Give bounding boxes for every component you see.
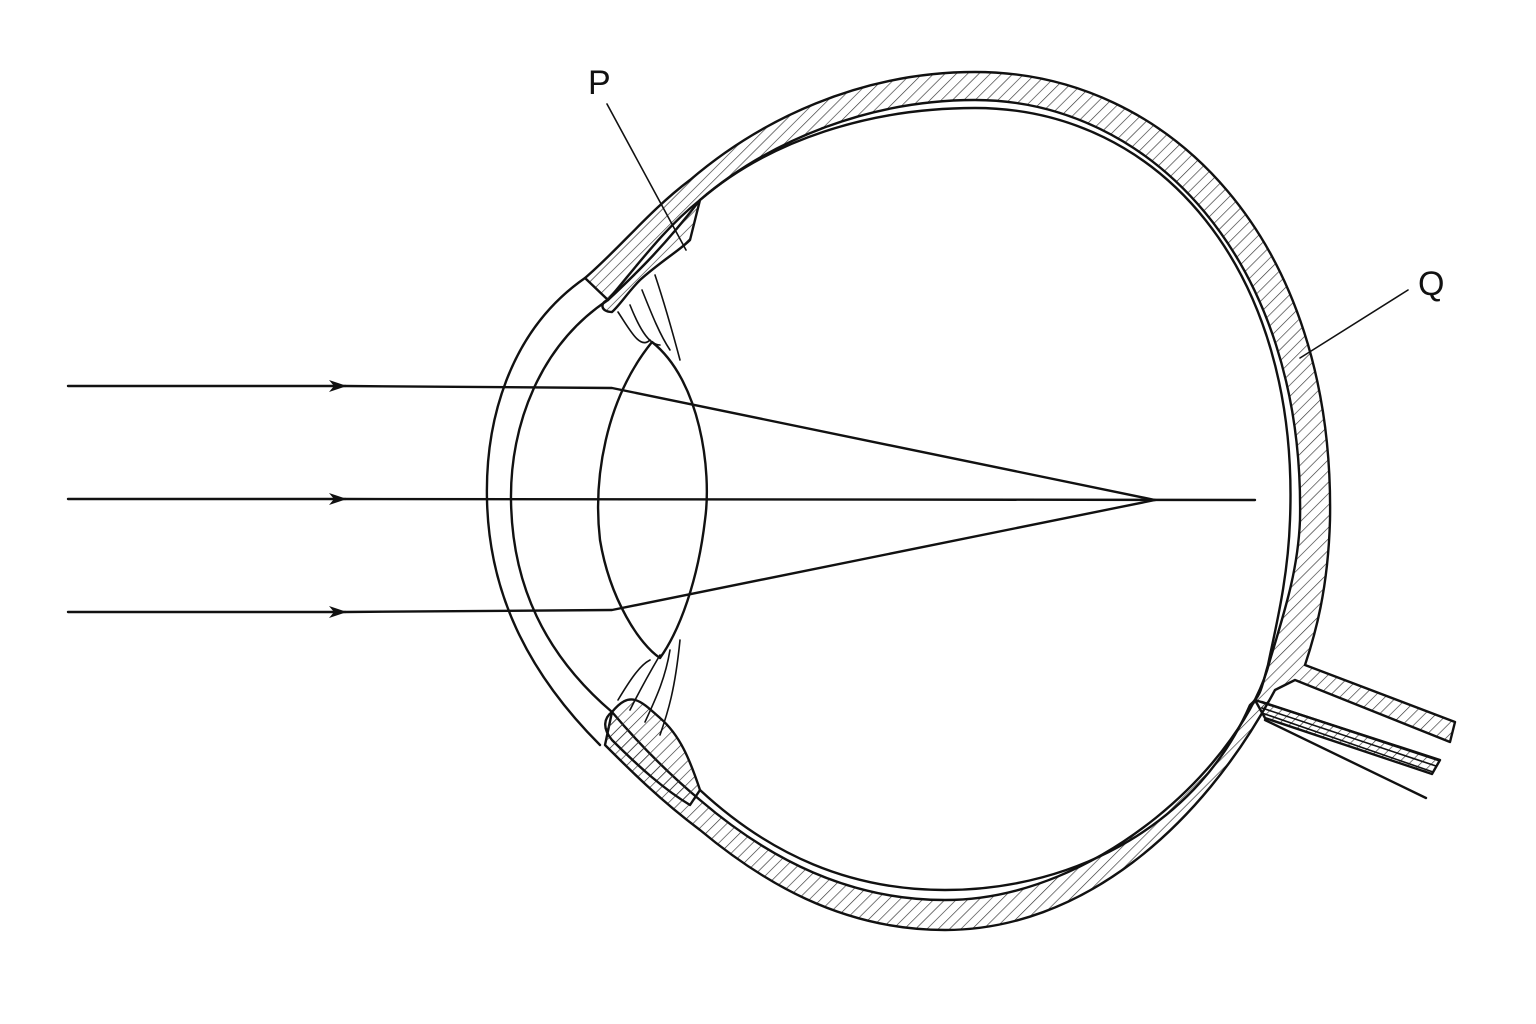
label-q: Q bbox=[1418, 265, 1444, 303]
light-rays bbox=[66, 380, 1257, 618]
label-p-leader bbox=[606, 103, 687, 251]
retina bbox=[698, 106, 1292, 892]
suspensory-ligaments bbox=[617, 274, 681, 736]
optic-nerve bbox=[1253, 698, 1442, 800]
label-q-leader bbox=[1299, 289, 1409, 359]
ciliary-body-upper bbox=[601, 198, 702, 314]
lens bbox=[597, 340, 708, 660]
ciliary-body-lower bbox=[604, 698, 702, 807]
sclera bbox=[583, 70, 1457, 932]
cornea bbox=[485, 276, 602, 747]
label-p: P bbox=[588, 64, 611, 102]
